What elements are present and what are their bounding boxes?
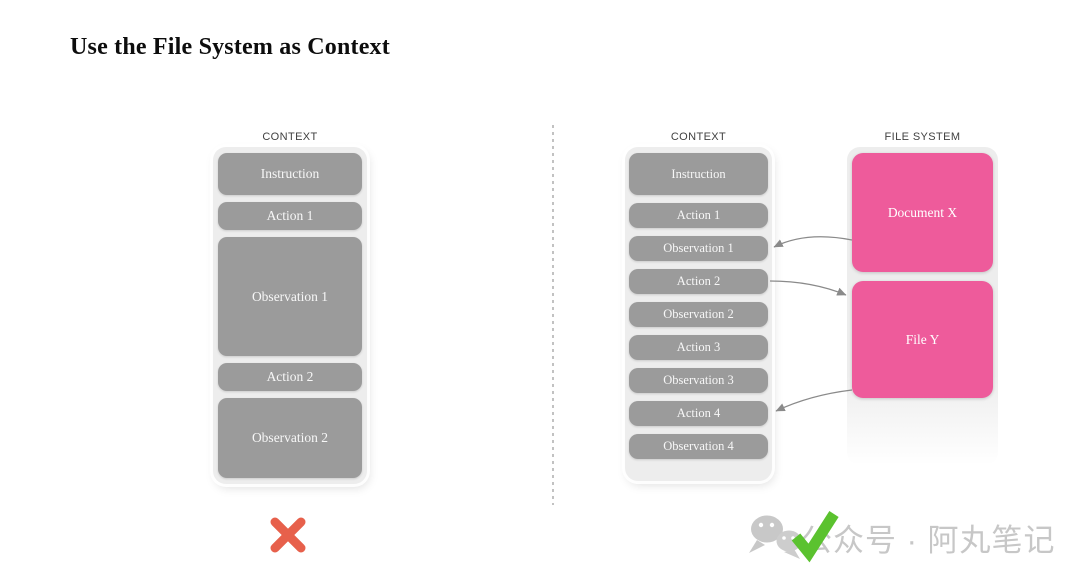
file-system-panel: Document X File Y: [847, 147, 998, 465]
right-context-label: CONTEXT: [670, 131, 727, 143]
block-observation-2: Observation 2: [629, 302, 768, 327]
block-action-2: Action 2: [629, 269, 768, 294]
left-context-label: CONTEXT: [262, 131, 318, 143]
page-title: Use the File System as Context: [70, 34, 390, 60]
block-observation-4: Observation 4: [629, 434, 768, 459]
block-instruction: Instruction: [218, 153, 362, 195]
block-action-2: Action 2: [218, 363, 362, 391]
block-action-1: Action 1: [218, 202, 362, 230]
wechat-icon: [749, 515, 802, 559]
arrow-filey-to-action4: [775, 389, 853, 412]
right-context-panel: Instruction Action 1 Observation 1 Actio…: [625, 147, 772, 481]
block-action-1: Action 1: [629, 203, 768, 228]
block-observation-2: Observation 2: [218, 398, 362, 478]
block-observation-1: Observation 1: [629, 236, 768, 261]
left-context-panel: Instruction Action 1 Observation 1 Actio…: [213, 147, 367, 484]
block-document-x: Document X: [852, 153, 993, 272]
block-file-y: File Y: [852, 281, 993, 398]
block-action-4: Action 4: [629, 401, 768, 426]
divider-dotted-line: [552, 125, 554, 505]
arrow-action2-to-filey: [769, 280, 847, 296]
block-observation-1: Observation 1: [218, 237, 362, 356]
watermark-text: 公众号 · 阿丸笔记: [801, 523, 1056, 558]
block-action-3: Action 3: [629, 335, 768, 360]
block-instruction: Instruction: [629, 153, 768, 195]
x-mark-icon: [270, 517, 306, 553]
arrow-documentx-to-observation1: [773, 236, 853, 248]
file-system-label: FILE SYSTEM: [884, 131, 961, 143]
block-observation-3: Observation 3: [629, 368, 768, 393]
